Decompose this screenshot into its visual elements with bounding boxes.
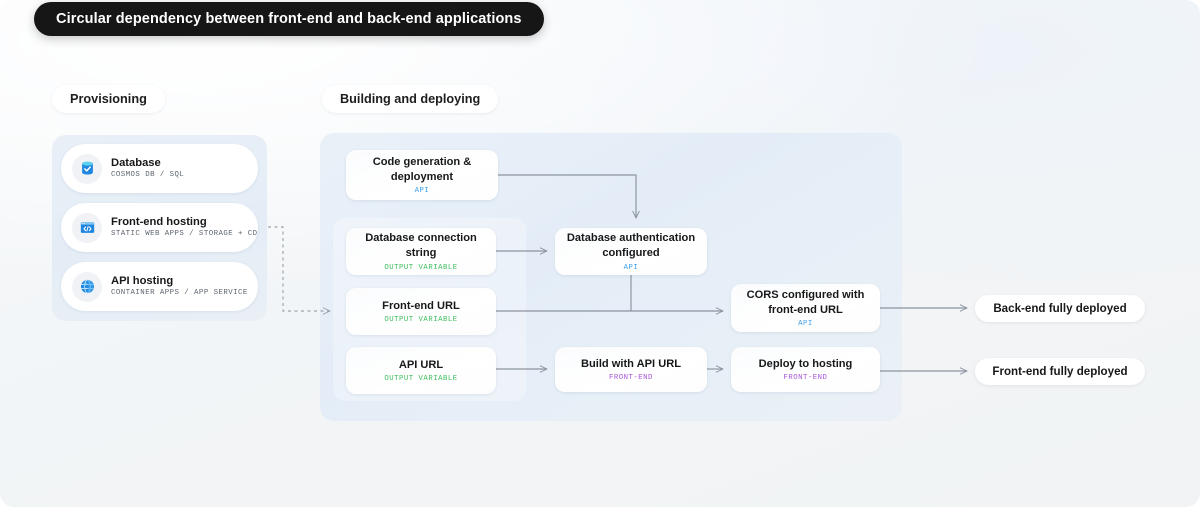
provisioning-card-title: Front-end hosting bbox=[111, 216, 207, 228]
provisioning-card-title: Database bbox=[111, 157, 161, 169]
section-label-provisioning: Provisioning bbox=[52, 85, 165, 113]
section-label-text: Provisioning bbox=[70, 92, 147, 106]
code-window-icon bbox=[72, 212, 102, 243]
node-tag-output-variable: OUTPUT VARIABLE bbox=[384, 316, 458, 325]
node-tag-output-variable: OUTPUT VARIABLE bbox=[384, 263, 458, 272]
provisioning-card-title: API hosting bbox=[111, 275, 174, 287]
provisioning-card-subtitle: COSMOS DB / SQL bbox=[111, 171, 185, 179]
node-code-generation-and-deployment[interactable]: Code generation & deployment API bbox=[346, 150, 498, 200]
node-tag-api: API bbox=[623, 263, 639, 272]
result-front-end-fully-deployed[interactable]: Front-end fully deployed bbox=[975, 358, 1145, 385]
node-front-end-url[interactable]: Front-end URL OUTPUT VARIABLE bbox=[346, 288, 496, 335]
node-tag-front-end: FRONT-END bbox=[609, 374, 653, 383]
provisioning-card-text: Database COSMOS DB / SQL bbox=[111, 156, 184, 181]
node-title: Database connection string bbox=[365, 232, 477, 259]
database-icon bbox=[72, 153, 102, 184]
node-tag-output-variable: OUTPUT VARIABLE bbox=[384, 375, 458, 384]
node-title: API URL bbox=[398, 358, 444, 371]
node-build-with-api-url[interactable]: Build with API URL FRONT-END bbox=[555, 347, 707, 392]
provisioning-card-subtitle: CONTAINER APPS / APP SERVICE bbox=[111, 289, 248, 297]
node-database-authentication-configured[interactable]: Database authentication configured API bbox=[555, 228, 707, 275]
provisioning-card-database[interactable]: Database COSMOS DB / SQL bbox=[61, 144, 258, 193]
page-title: Circular dependency between front-end an… bbox=[56, 11, 522, 27]
provisioning-card-text: API hosting CONTAINER APPS / APP SERVICE bbox=[111, 274, 248, 299]
result-back-end-fully-deployed[interactable]: Back-end fully deployed bbox=[975, 295, 1145, 322]
section-label-building-and-deploying: Building and deploying bbox=[322, 85, 499, 113]
provisioning-card-subtitle: STATIC WEB APPS / STORAGE + CDN bbox=[111, 230, 258, 238]
node-title: Code generation & deployment bbox=[372, 155, 472, 183]
node-title: Build with API URL bbox=[580, 357, 682, 370]
globe-icon bbox=[72, 271, 102, 302]
result-label: Back-end fully deployed bbox=[993, 302, 1127, 315]
provisioning-card-text: Front-end hosting STATIC WEB APPS / STOR… bbox=[111, 215, 258, 240]
node-deploy-to-hosting[interactable]: Deploy to hosting FRONT-END bbox=[731, 347, 880, 392]
node-tag-api: API bbox=[798, 320, 813, 329]
node-database-connection-string[interactable]: Database connection string OUTPUT VARIAB… bbox=[346, 228, 496, 275]
node-api-url[interactable]: API URL OUTPUT VARIABLE bbox=[346, 347, 496, 394]
node-title: Front-end URL bbox=[382, 299, 460, 312]
node-cors-configured-with-front-end-url[interactable]: CORS configured with front-end URL API bbox=[731, 284, 880, 332]
node-title: Deploy to hosting bbox=[758, 357, 853, 370]
provisioning-panel: Database COSMOS DB / SQL Front-end hosti… bbox=[52, 135, 267, 321]
node-title: CORS configured with front-end URL bbox=[746, 288, 865, 316]
node-title: Database authentication configured bbox=[566, 232, 696, 259]
result-label: Front-end fully deployed bbox=[992, 365, 1128, 378]
section-label-text: Building and deploying bbox=[340, 92, 481, 106]
diagram-title-banner: Circular dependency between front-end an… bbox=[34, 2, 544, 36]
node-tag-api: API bbox=[414, 187, 430, 196]
provisioning-card-api-hosting[interactable]: API hosting CONTAINER APPS / APP SERVICE bbox=[61, 262, 258, 311]
node-tag-front-end: FRONT-END bbox=[783, 374, 828, 383]
provisioning-card-front-end-hosting[interactable]: Front-end hosting STATIC WEB APPS / STOR… bbox=[61, 203, 258, 252]
